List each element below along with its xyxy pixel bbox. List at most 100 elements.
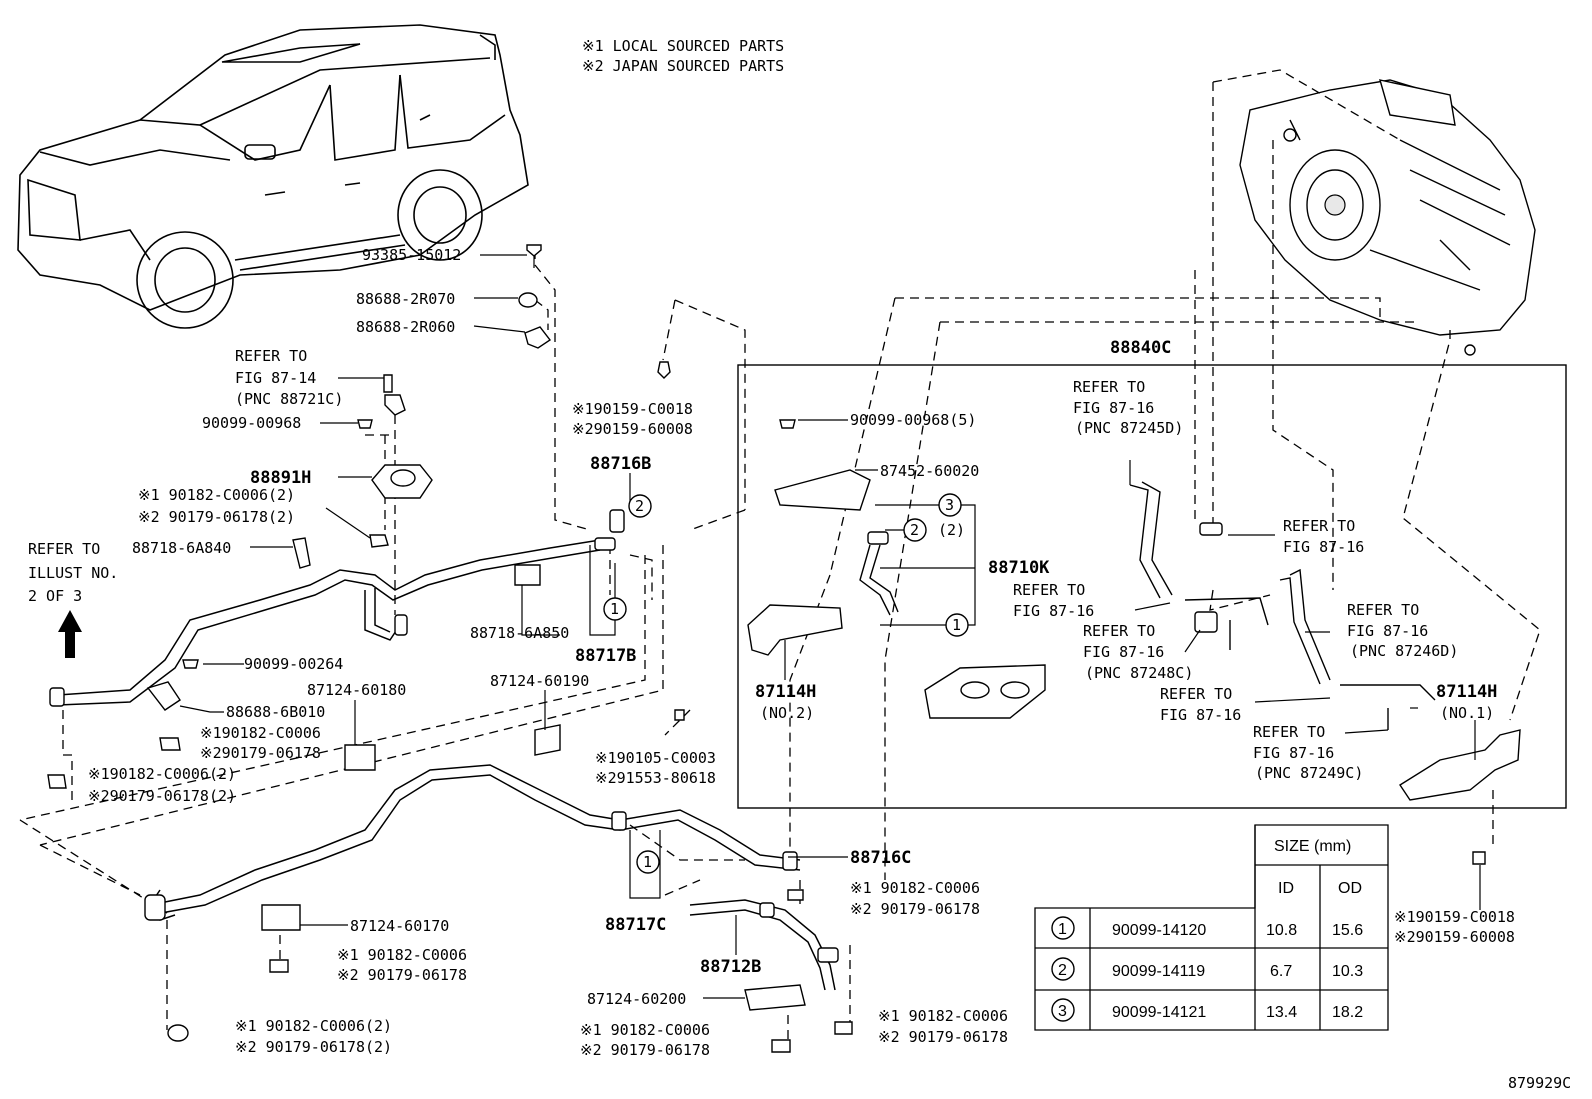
refer-a-line3: (PNC 87245D) [1075,419,1183,437]
label-90099-00264: 90099-00264 [244,655,343,673]
refer-a-line2: FIG 87-16 [1073,399,1154,417]
size-row-2-part: 90099-14119 [1112,963,1205,980]
size-row-2-mark: 2 [1058,962,1067,979]
dashed-connection-lines [19,69,1541,1045]
label-90179-2-a: ※2 90179-06178(2) [138,508,295,526]
label-87124-60200: 87124-60200 [587,990,686,1008]
refer-d-line3: (PNC 87248C) [1085,664,1193,682]
label-87114h-no2: 87114H [755,682,816,702]
label-90182-br1: ※1 90182-C0006 [878,1007,1008,1025]
label-87452-60020: 87452-60020 [880,462,979,480]
label-sub-2: (2) [938,521,965,539]
label-88840c: 88840C [1110,338,1171,358]
size-row-2-od: 10.3 [1332,963,1363,980]
label-87114h-no1: 87114H [1436,682,1497,702]
label-90182-l1: ※1 90182-C0006 [337,946,467,964]
label-93385-15012: 93385-15012 [362,246,461,264]
size-row-1-od: 15.6 [1332,922,1363,939]
pipe-88712b [689,899,839,991]
small-parts [47,244,1521,1053]
vehicle-illustration [17,24,529,329]
note-local-sourced: ※1 LOCAL SOURCED PARTS [582,37,784,55]
subassembly-88840c-frame [737,364,1567,809]
label-190159-c0018-b: ※190159-C0018 [1394,908,1515,926]
ac-unit-illustration [1239,79,1536,356]
circle-2-88710k: 2 [910,521,919,539]
refer-c-line1: REFER TO [1013,581,1085,599]
label-90099-00968: 90099-00968 [202,414,301,432]
label-88717b: 88717B [575,646,636,666]
label-90182-m1: ※1 90182-C0006 [850,879,980,897]
label-291553-80618: ※291553-80618 [595,769,716,787]
size-table-col-id: ID [1278,880,1294,897]
note-japan-sourced: ※2 JAPAN SOURCED PARTS [582,57,784,75]
refer-illust-line2: ILLUST NO. [28,564,118,582]
size-row-1-id: 10.8 [1266,922,1297,939]
leader-lines [179,254,1481,999]
pipe-88717c-assembly [144,764,801,921]
label-88718-6a840: 88718-6A840 [132,539,231,557]
refer-b-line1: REFER TO [1283,517,1355,535]
label-90182-b1: ※1 90182-C0006 [580,1021,710,1039]
refer-illust-line3: 2 OF 3 [28,587,82,605]
label-88712b: 88712B [700,957,761,977]
diagram-code: 879929C [1508,1074,1571,1092]
labels-box: 88840C 90099-00968(5) 87452-60020 88710K… [755,338,1497,782]
label-88718-6a850: 88718-6A850 [470,624,569,642]
label-90179-br1: ※2 90179-06178 [878,1028,1008,1046]
label-290179-06178-2: ※290179-06178(2) [88,787,236,805]
label-87114h-no1-sub: (NO.1) [1440,704,1494,722]
circle-3-88710k: 3 [945,496,954,514]
label-88716c: 88716C [850,848,911,868]
label-190105-c0003: ※190105-C0003 [595,749,716,767]
circle-2-88716b: 2 [635,497,644,515]
refer-g-line2: FIG 87-16 [1253,744,1334,762]
size-row-1-mark: 1 [1058,921,1067,938]
label-88710k: 88710K [988,558,1050,578]
label-refer-to-87-14-b: FIG 87-14 [235,369,316,387]
label-87114h-no2-sub: (NO.2) [760,704,814,722]
refer-c-line2: FIG 87-16 [1013,602,1094,620]
label-90099-00968-5: 90099-00968(5) [850,411,976,429]
label-refer-to-87-14-c: (PNC 88721C) [235,390,343,408]
label-88717c: 88717C [605,915,666,935]
labels-middle: ※190159-C0018 ※290159-60008 88716B 88718… [470,400,1008,1059]
label-90179-m1: ※2 90179-06178 [850,900,980,918]
size-table: SIZE (mm) ID OD 1 90099-14120 10.8 15.6 … [1034,824,1389,1031]
refer-e-line1: REFER TO [1347,601,1419,619]
label-87124-60190: 87124-60190 [490,672,589,690]
label-90179-l1: ※2 90179-06178 [337,966,467,984]
label-88891h: 88891H [250,468,311,488]
refer-illust-line1: REFER TO [28,540,100,558]
label-90182-bl1: ※1 90182-C0006(2) [235,1017,392,1035]
label-290159-60008-b: ※290159-60008 [1394,928,1515,946]
label-90179-bl1: ※2 90179-06178(2) [235,1038,392,1056]
refer-illust-arrow-icon [58,610,82,658]
labels-left: 93385-15012 88688-2R070 88688-2R060 REFE… [28,246,467,1056]
refer-g-line1: REFER TO [1253,723,1325,741]
pipe-88717b-assembly [49,537,616,707]
label-87124-60180: 87124-60180 [307,681,406,699]
label-88688-2r070: 88688-2R070 [356,290,455,308]
refer-d-line1: REFER TO [1083,622,1155,640]
label-190182-c0006: ※190182-C0006 [200,724,321,742]
label-88688-6b010: 88688-6B010 [226,703,325,721]
label-190159-c0018-a: ※190159-C0018 [572,400,693,418]
label-87124-60170: 87124-60170 [350,917,449,935]
refer-a-line1: REFER TO [1073,378,1145,396]
size-row-3-od: 18.2 [1332,1004,1363,1021]
label-290179-06178: ※290179-06178 [200,744,321,762]
size-row-1-part: 90099-14120 [1112,922,1206,939]
refer-g-line3: (PNC 87249C) [1255,764,1363,782]
refer-b-line2: FIG 87-16 [1283,538,1364,556]
refer-d-line2: FIG 87-16 [1083,643,1164,661]
label-290159-60008-a: ※290159-60008 [572,420,693,438]
label-refer-to-87-14-a: REFER TO [235,347,307,365]
circle-1-88717c: 1 [643,853,652,871]
circle-markers: 2 1 1 3 2 1 [603,493,969,874]
size-row-2-id: 6.7 [1270,963,1292,980]
refer-e-line3: (PNC 87246D) [1350,642,1458,660]
size-row-3-mark: 3 [1058,1003,1067,1020]
label-90179-b1: ※2 90179-06178 [580,1041,710,1059]
